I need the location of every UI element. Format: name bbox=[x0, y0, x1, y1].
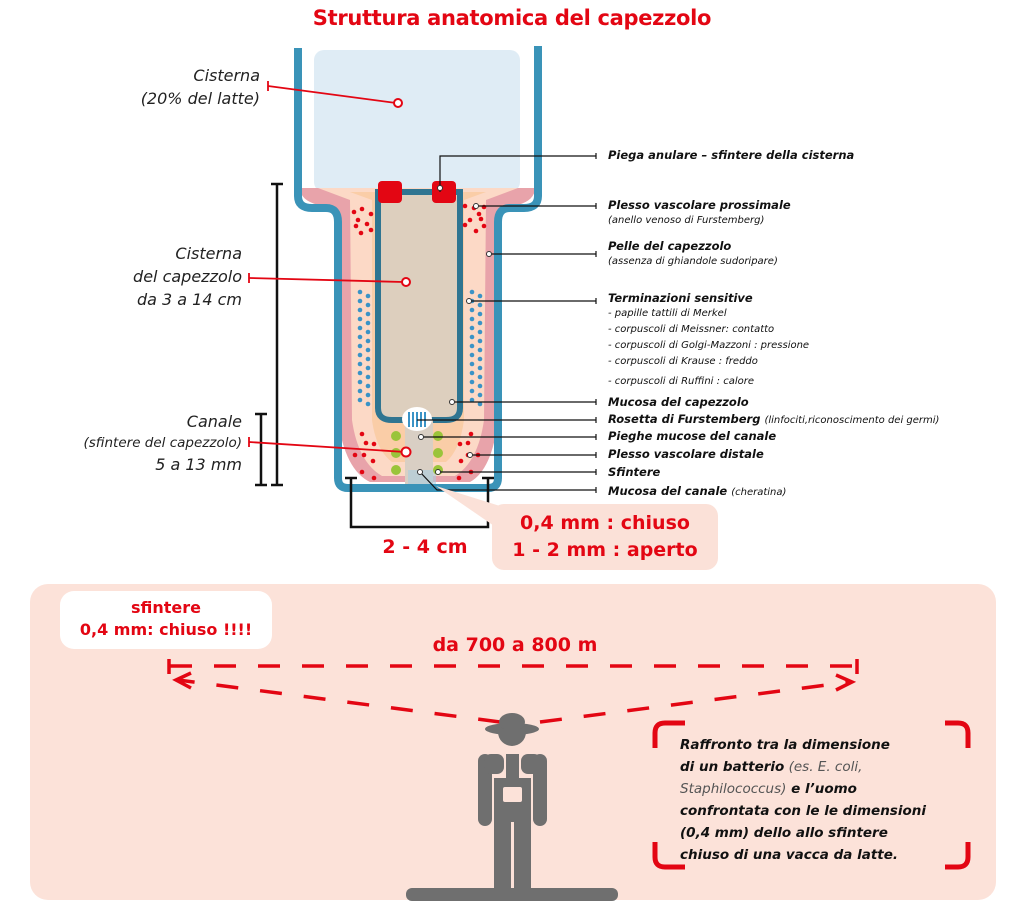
label-canale: Canale (sfintere del capezzolo) 5 a 13 m… bbox=[83, 412, 242, 474]
teat-wall bbox=[294, 46, 542, 492]
label-plesso-prossimale: Plesso vascolare prossimale (anello veno… bbox=[608, 198, 791, 226]
label-cisterna: Cisterna (20% del latte) bbox=[140, 66, 260, 108]
nerve-dot bbox=[357, 307, 363, 313]
nerve-dot bbox=[477, 320, 483, 326]
nerve-dot bbox=[469, 397, 475, 403]
nerve-dot bbox=[477, 347, 483, 353]
nerve-dot bbox=[365, 320, 371, 326]
distance-label: da 700 a 800 m bbox=[432, 634, 598, 656]
nerve-dot bbox=[357, 298, 363, 304]
nerve-dot bbox=[365, 356, 371, 362]
nerve-dot bbox=[357, 289, 363, 295]
nerve-dot bbox=[357, 352, 363, 358]
sphincter-badge: sfintere 0,4 mm: chiuso !!!! bbox=[60, 591, 272, 649]
comparison-frame bbox=[652, 720, 971, 870]
nerve-dot bbox=[365, 347, 371, 353]
nerve-dot bbox=[477, 293, 483, 299]
label-cisterna-capezzolo: Cisterna del capezzolo da 3 a 14 cm bbox=[133, 244, 242, 309]
sphincter-size-callout: 0,4 mm : chiuso 1 - 2 mm : aperto bbox=[492, 504, 718, 570]
nerve-dot bbox=[469, 316, 475, 322]
nerve-dot bbox=[365, 401, 371, 407]
nerve-dot bbox=[477, 392, 483, 398]
overall-pocket bbox=[503, 787, 522, 802]
nerve-dot bbox=[469, 307, 475, 313]
label-mucosa-capezzolo: Mucosa del capezzolo bbox=[608, 395, 749, 409]
nerve-dot bbox=[477, 365, 483, 371]
label-mucosa-canale: Mucosa del canale (cheratina) bbox=[608, 484, 787, 498]
height-brackets bbox=[255, 182, 283, 487]
nerve-dot bbox=[477, 329, 483, 335]
proximal-vascular-dots bbox=[351, 203, 487, 236]
label-pieghe-mucose: Pieghe mucose del canale bbox=[608, 429, 777, 443]
right-leaders bbox=[417, 155, 596, 491]
nerve-dot bbox=[365, 329, 371, 335]
nerve-dot bbox=[477, 302, 483, 308]
nerve-dot bbox=[477, 356, 483, 362]
nerve-dot bbox=[469, 352, 475, 358]
nerve-dot bbox=[477, 374, 483, 380]
nerve-dot bbox=[365, 338, 371, 344]
nerve-dot bbox=[365, 365, 371, 371]
comparison-text: Raffronto tra la dimensione di un batter… bbox=[680, 737, 926, 863]
nerve-dot bbox=[477, 338, 483, 344]
page-title: Struttura anatomica del capezzolo bbox=[312, 6, 712, 30]
arrowhead-right bbox=[835, 673, 857, 692]
nerve-dot bbox=[365, 293, 371, 299]
callout-pointer bbox=[436, 486, 500, 530]
nerve-dot bbox=[477, 401, 483, 407]
label-rosetta: Rosetta di Furstemberg (linfociti,ricono… bbox=[608, 412, 940, 426]
nerve-dot bbox=[469, 388, 475, 394]
width-label: 2 - 4 cm bbox=[382, 536, 468, 558]
nerve-dot bbox=[469, 289, 475, 295]
nerve-dot bbox=[365, 302, 371, 308]
nerve-dot bbox=[357, 343, 363, 349]
nerve-dot bbox=[357, 379, 363, 385]
nerve-dot bbox=[357, 361, 363, 367]
annular-fold-left bbox=[378, 181, 402, 203]
nerve-dot bbox=[365, 392, 371, 398]
sightline-right bbox=[539, 680, 851, 724]
left-leaders bbox=[248, 81, 406, 453]
nerve-dot bbox=[365, 383, 371, 389]
label-plesso-distale: Plesso vascolare distale bbox=[608, 447, 764, 461]
sightline-left bbox=[177, 678, 501, 724]
nerve-dot bbox=[357, 334, 363, 340]
teat-cistern-marker bbox=[401, 277, 411, 287]
distal-vascular-dots bbox=[352, 431, 481, 481]
nerve-dot bbox=[469, 334, 475, 340]
nerve-dot bbox=[357, 370, 363, 376]
nerve-dot bbox=[469, 325, 475, 331]
label-terminazioni: Terminazioni sensitive - papille tattili… bbox=[608, 291, 810, 387]
label-sfintere: Sfintere bbox=[608, 465, 661, 479]
nerve-dot bbox=[365, 374, 371, 380]
label-piega-anulare: Piega anulare – sfintere della cisterna bbox=[608, 148, 855, 162]
farmer-icon bbox=[406, 713, 618, 901]
canal-marker bbox=[400, 446, 412, 458]
nerve-dot bbox=[357, 388, 363, 394]
nerve-dot bbox=[469, 370, 475, 376]
nerve-dot bbox=[469, 361, 475, 367]
nerve-dot bbox=[477, 311, 483, 317]
nerve-dot bbox=[477, 383, 483, 389]
nerve-dot bbox=[357, 316, 363, 322]
leg-gap bbox=[511, 822, 514, 888]
arrowhead-left bbox=[172, 671, 192, 690]
nerve-dot bbox=[357, 397, 363, 403]
label-pelle: Pelle del capezzolo (assenza di ghiandol… bbox=[608, 239, 778, 267]
nerve-dot bbox=[365, 311, 371, 317]
nerve-dot bbox=[357, 325, 363, 331]
nerve-dot bbox=[469, 343, 475, 349]
cistern-marker bbox=[393, 98, 403, 108]
nerve-dot bbox=[469, 379, 475, 385]
